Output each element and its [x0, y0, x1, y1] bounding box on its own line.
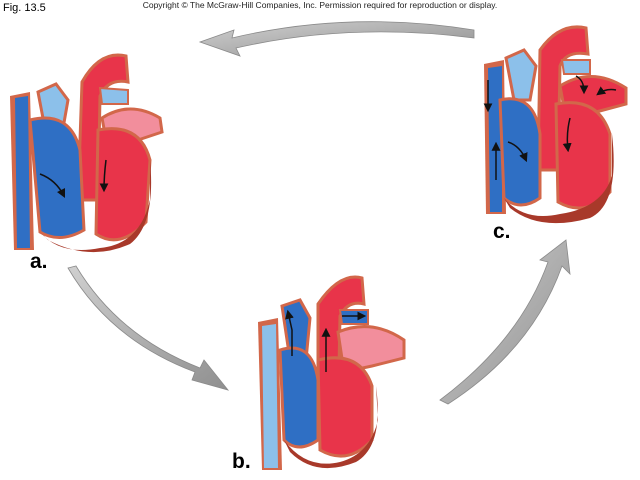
heart-a: [10, 55, 162, 252]
cycle-arrow-icon: [440, 240, 570, 404]
heart-b: [258, 277, 404, 470]
stage-label-a: a.: [30, 250, 48, 274]
heart-c: [484, 27, 626, 223]
stage-label-c: c.: [493, 220, 511, 244]
cycle-arrow-icon: [68, 266, 228, 390]
stage-label-b: b.: [232, 450, 251, 474]
cycle-arrow-icon: [200, 22, 474, 56]
